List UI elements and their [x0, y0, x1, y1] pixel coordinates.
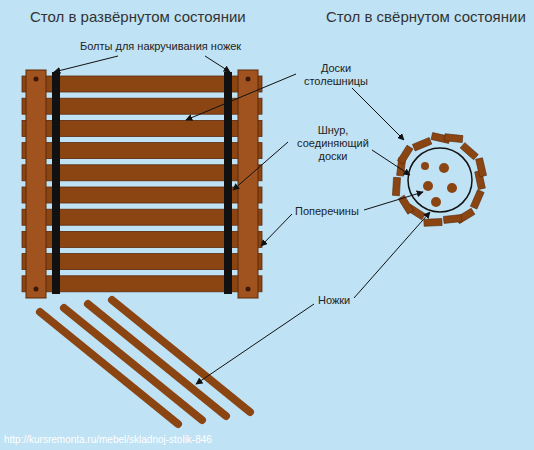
- rolled-board: [398, 195, 413, 214]
- part-label: Доски столешницы: [298, 62, 374, 88]
- bolts: [34, 77, 251, 292]
- rolled-board: [443, 215, 462, 224]
- rolled-board: [392, 177, 400, 195]
- legs: [40, 300, 250, 424]
- heading: Стол в свёрнутом состоянии: [326, 8, 526, 26]
- leader-lines: [54, 56, 430, 384]
- part-label: Поперечины: [295, 205, 359, 218]
- part-label: Шнур, соединяющий доски: [290, 124, 376, 164]
- cords: [52, 72, 232, 294]
- rolled-table: [392, 133, 486, 227]
- rolled-board: [397, 145, 412, 164]
- rolled-board: [470, 190, 484, 209]
- rolled-board: [424, 219, 442, 227]
- part-label: Болты для накручивания ножек: [80, 40, 241, 53]
- part-label: Ножки: [318, 294, 350, 307]
- heading: Стол в развёрнутом состоянии: [30, 8, 246, 26]
- rolled-board: [444, 134, 463, 143]
- rolled-board: [412, 138, 431, 151]
- watermark: http://kursremonta.ru/mebel/skladnoj-sto…: [4, 434, 212, 446]
- rolled-board: [476, 158, 487, 177]
